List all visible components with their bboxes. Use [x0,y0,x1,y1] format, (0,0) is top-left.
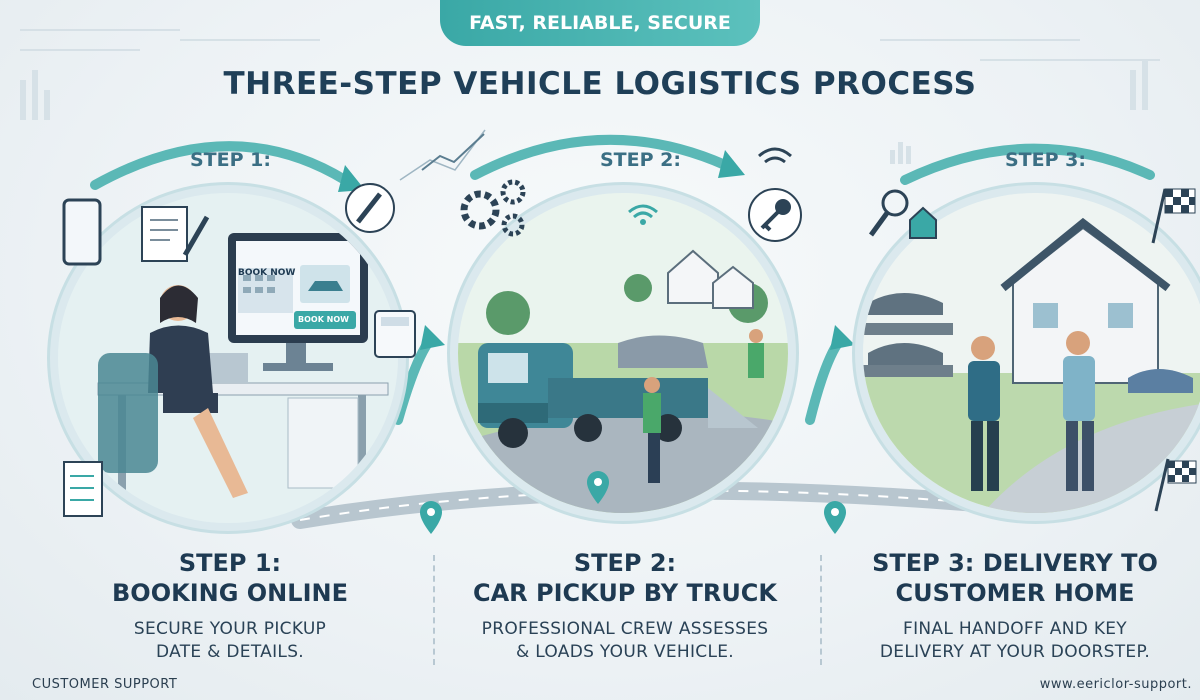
house-key-icon [868,189,937,239]
location-pin-icon [587,471,609,504]
checklist-icon [63,461,103,517]
calculator-icon [374,310,416,358]
tablet-icon [62,198,102,266]
step-1-heading-line-1: STEP 1: [178,549,282,577]
step-2-heading-line-2: CAR PICKUP BY TRUCK [472,579,778,607]
step-1-heading-line-2: BOOKING ONLINE [112,579,348,607]
delivery-illustration [863,193,1200,513]
scene-booking-online: BOOK NOW BOOK NOW [50,185,406,531]
gear-icon [460,179,526,237]
key-icon [748,188,802,242]
step-3-heading-line-1: STEP 3: DELIVERY TO [872,549,1158,577]
step-1-tag: STEP 1: [190,149,271,171]
step-3-desc-line-2: DELIVERY AT YOUR DOORSTEP. [879,642,1151,662]
wifi-icon [758,147,792,164]
checkered-flag-icon [1151,188,1196,244]
step-2-heading-line-1: STEP 2: [573,549,677,577]
step-1-desc-line-1: SECURE YOUR PICKUP [133,619,327,639]
step-3-tag: STEP 3: [1005,149,1086,171]
step-3-heading-line-2: CUSTOMER HOME [895,579,1135,607]
booking-illustration [58,193,398,523]
step-3-caption: STEP 3: DELIVERY TO CUSTOMER HOME FINAL … [850,548,1180,664]
step-2-desc-line-1: PROFESSIONAL CREW ASSESSES [481,619,769,639]
column-divider [433,555,435,665]
step-1-caption: STEP 1: BOOKING ONLINE SECURE YOUR PICKU… [60,548,400,664]
step-1-desc-line-2: DATE & DETAILS. [156,642,304,662]
footer-customer-support[interactable]: CUSTOMER SUPPORT [32,677,178,692]
tagline-badge: FAST, RELIABLE, SECURE [440,0,760,46]
step-3-desc-line-1: FINAL HANDOFF AND KEY [903,619,1127,639]
scene-delivery-home [855,185,1200,521]
step-2-tag: STEP 2: [600,149,681,171]
pen-icon [345,183,395,233]
wifi-icon [628,204,658,225]
page-title: THREE-STEP VEHICLE LOGISTICS PROCESS [223,66,977,102]
screen-book-now-button[interactable]: BOOK NOW [298,315,350,324]
location-pin-icon [824,501,846,534]
footer-website-link[interactable]: www.eericlor-support. [1039,677,1192,692]
screen-book-now-label: BOOK NOW [238,268,296,278]
step-2-caption: STEP 2: CAR PICKUP BY TRUCK PROFESSIONAL… [450,548,800,664]
column-divider [820,555,822,665]
step-2-desc-line-2: & LOADS YOUR VEHICLE. [516,642,734,662]
document-icon [141,206,210,262]
location-pin-icon [420,501,442,534]
checkered-flag-icon [1154,458,1197,512]
chart-icon [421,133,485,171]
